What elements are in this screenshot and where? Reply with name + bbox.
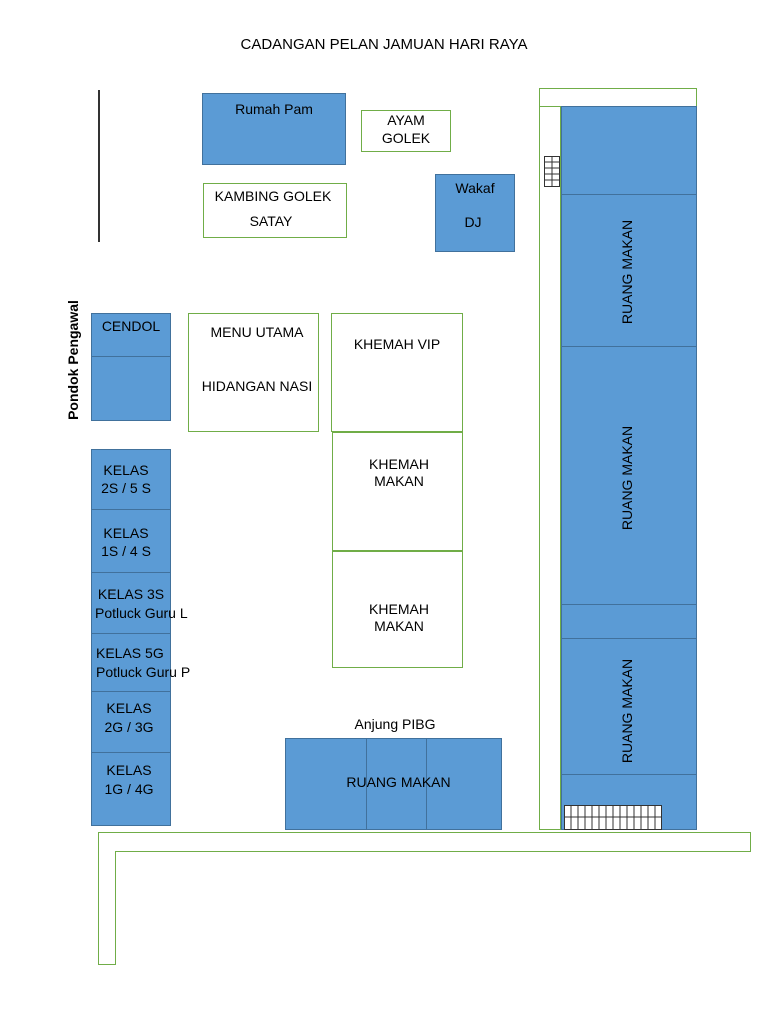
ayam-golek-box: [361, 110, 451, 152]
left-boundary-line: [98, 90, 100, 242]
ruang-makan-bottom-divider: [426, 738, 427, 830]
kelas-1s-4s-line1: KELAS: [103, 525, 149, 541]
ruang-makan-right-1-label: RUANG MAKAN: [619, 219, 635, 325]
khemah-vip-box: [331, 313, 463, 432]
right-block-divider: [561, 604, 697, 605]
kelas-divider: [91, 752, 171, 753]
left-road: [98, 851, 116, 965]
top-right-corridor: [539, 88, 697, 107]
kelas-divider: [91, 509, 171, 510]
kelas-1g-4g-line2: 1G / 4G: [104, 781, 154, 797]
kelas-divider: [91, 633, 171, 634]
kelas-divider: [91, 572, 171, 573]
kelas-2s-5s-line1: KELAS: [103, 462, 149, 478]
khemah-makan-2-line2: MAKAN: [374, 618, 424, 634]
kelas-column: [91, 449, 171, 826]
wakaf-label: Wakaf: [455, 180, 495, 196]
kelas-2s-5s-line2: 2S / 5 S: [101, 480, 151, 496]
hidangan-nasi-label: HIDANGAN NASI: [201, 378, 313, 394]
kelas-3s-line1: KELAS 3S: [97, 586, 165, 602]
right-block-divider: [561, 774, 697, 775]
ruang-makan-right-2-label: RUANG MAKAN: [619, 425, 635, 531]
stairs-bottom-icon: [564, 805, 662, 830]
kambing-golek-line1: KAMBING GOLEK: [214, 188, 332, 204]
khemah-makan-2-line1: KHEMAH: [369, 601, 429, 617]
cendol-block: [91, 313, 171, 421]
menu-utama-label: MENU UTAMA: [210, 324, 304, 340]
khemah-makan-1-line2: MAKAN: [374, 473, 424, 489]
kelas-2g-3g-line1: KELAS: [106, 700, 152, 716]
ruang-makan-bottom-divider: [366, 738, 367, 830]
kelas-5g-line1: KELAS 5G: [96, 645, 164, 661]
kelas-1s-4s-line2: 1S / 4 S: [101, 543, 151, 559]
ruang-makan-right-3-label: RUANG MAKAN: [619, 658, 635, 764]
khemah-makan-1-line1: KHEMAH: [369, 456, 429, 472]
kelas-5g-line2: Potluck Guru P: [96, 664, 191, 680]
cendol-label: CENDOL: [101, 318, 161, 334]
khemah-vip-label: KHEMAH VIP: [353, 336, 441, 352]
khemah-makan-1-box: [332, 432, 463, 551]
ayam-golek-line2: GOLEK: [381, 130, 431, 146]
dj-label: DJ: [464, 214, 482, 230]
cendol-divider: [91, 356, 171, 357]
kelas-1g-4g-line1: KELAS: [106, 762, 152, 778]
kelas-divider: [91, 691, 171, 692]
bottom-road: [98, 832, 751, 852]
right-block-divider: [561, 194, 697, 195]
ruang-makan-bottom-block: [285, 738, 502, 830]
ruang-makan-bottom-label: RUANG MAKAN: [346, 774, 451, 790]
pondok-pengawal-label: Pondok Pengawal: [65, 300, 81, 420]
rumah-pam-label: Rumah Pam: [235, 101, 313, 117]
anjung-pibg-label: Anjung PIBG: [354, 716, 436, 732]
kelas-2g-3g-line2: 2G / 3G: [104, 719, 154, 735]
right-walkway: [539, 106, 561, 830]
right-block-divider: [561, 638, 697, 639]
diagram-title: CADANGAN PELAN JAMUAN HARI RAYA: [240, 36, 528, 53]
khemah-makan-2-box: [332, 551, 463, 668]
ruang-makan-right-block: [561, 106, 697, 830]
ayam-golek-line1: AYAM: [387, 112, 425, 128]
wakaf-dj-block: [435, 174, 515, 252]
kambing-golek-line2: SATAY: [249, 213, 293, 229]
menu-utama-box: [188, 313, 319, 432]
stairs-top-icon: [544, 156, 560, 187]
kelas-3s-line2: Potluck Guru L: [95, 605, 188, 621]
right-block-divider: [561, 346, 697, 347]
rumah-pam-block: [202, 93, 346, 165]
kambing-golek-box: [203, 183, 347, 238]
